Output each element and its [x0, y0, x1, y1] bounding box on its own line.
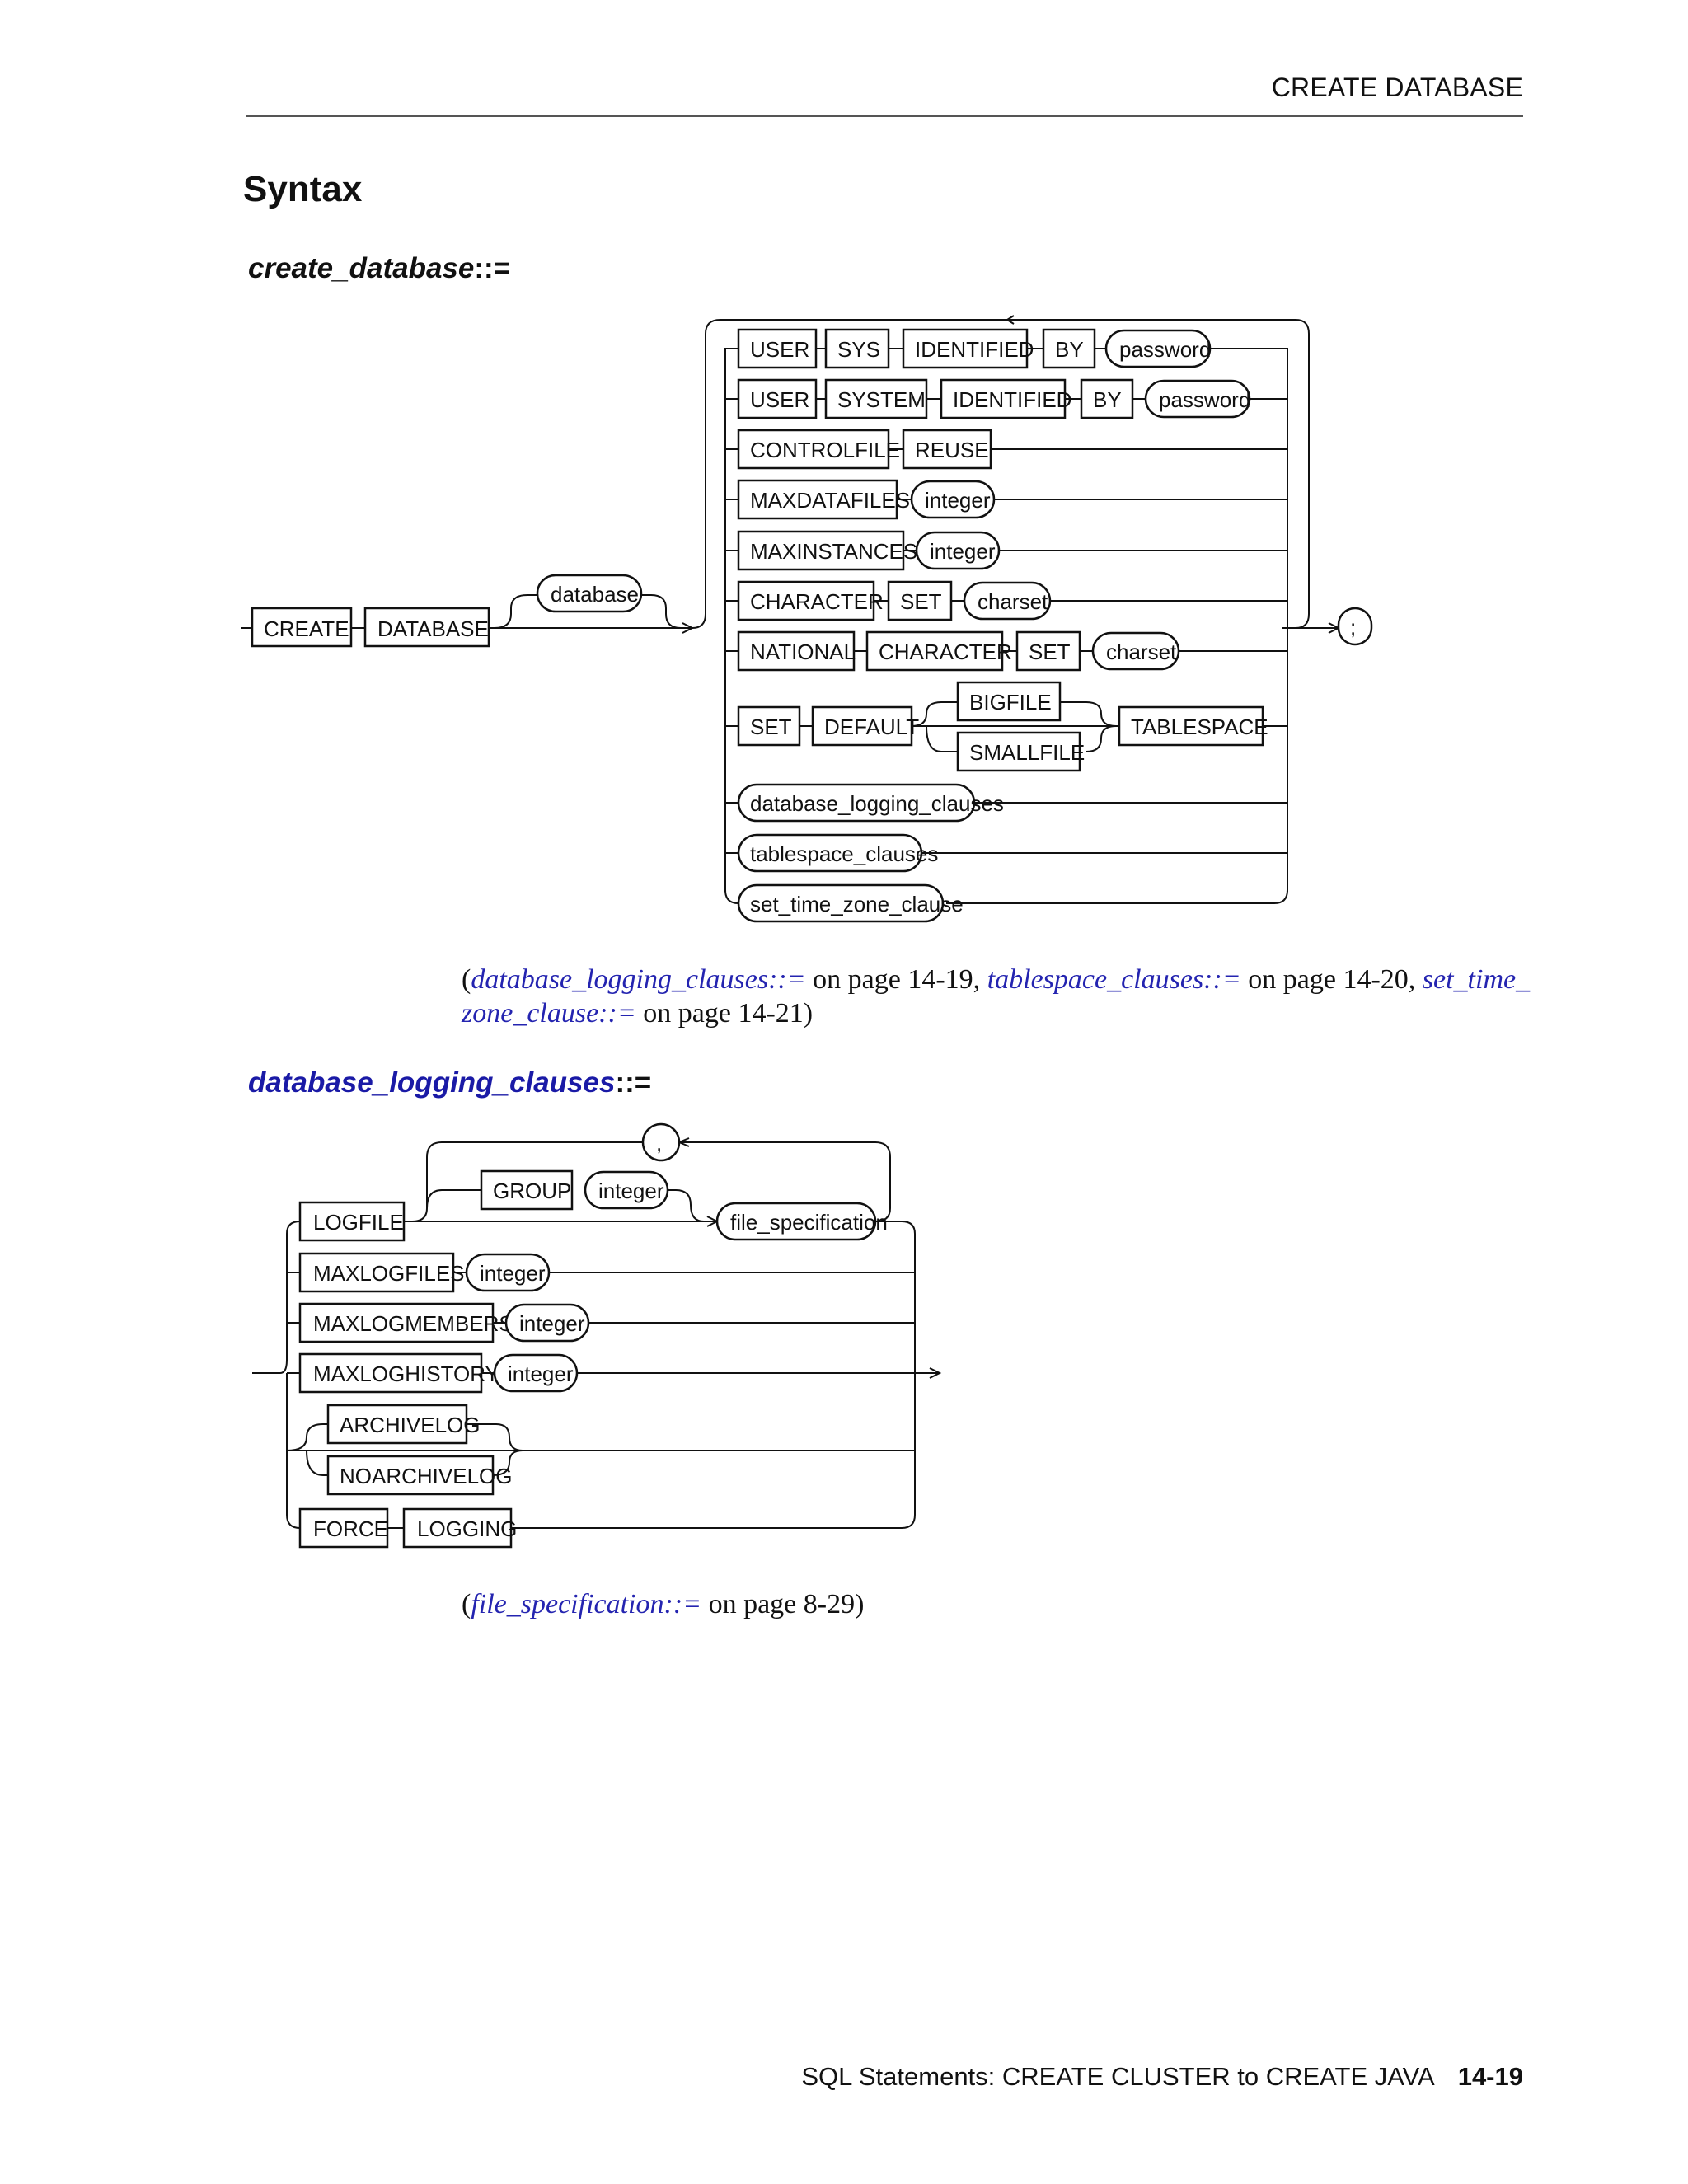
kw-maxloghistory: MAXLOGHISTORY [313, 1361, 499, 1386]
kw-smallfile: SMALLFILE [969, 740, 1085, 765]
kw-logfile: LOGFILE [313, 1210, 404, 1235]
terminator-semicolon: ; [1350, 615, 1356, 640]
rule-operator: ::= [615, 1066, 652, 1099]
rule-name-link[interactable]: database_logging_clauses [248, 1066, 616, 1099]
kw-group: GROUP [493, 1179, 571, 1203]
nt-integer: integer [508, 1361, 574, 1386]
kw-set: SET [1029, 640, 1071, 664]
nt-database-logging-clauses: database_logging_clauses [750, 791, 1004, 816]
kw-sys: SYS [837, 337, 880, 362]
kw-bigfile: BIGFILE [969, 690, 1052, 715]
xref-paren: ( [462, 964, 471, 995]
token-comma: , [656, 1131, 662, 1155]
cross-reference-1: (database_logging_clauses::= on page 14-… [462, 963, 1533, 1030]
kw-user: USER [750, 337, 809, 362]
xref-text: on page 14-19, [805, 964, 987, 995]
kw-maxlogfiles: MAXLOGFILES [313, 1261, 465, 1286]
kw-identified: IDENTIFIED [915, 337, 1034, 362]
xref-text: on page 14-20, [1240, 964, 1423, 995]
kw-logging: LOGGING [417, 1516, 517, 1541]
link-set-time-zone-clause[interactable]: set_time_ zone_clause::= [462, 964, 1531, 1029]
kw-force: FORCE [313, 1516, 388, 1541]
xref-paren: ( [462, 1589, 471, 1619]
kw-noarchivelog: NOARCHIVELOG [340, 1464, 513, 1488]
link-database-logging-clauses[interactable]: database_logging_clauses::= [471, 964, 806, 995]
nt-integer: integer [930, 539, 996, 564]
nt-integer: integer [519, 1311, 585, 1336]
link-tablespace-clauses[interactable]: tablespace_clauses::= [987, 964, 1241, 995]
nt-password: password [1119, 337, 1211, 362]
kw-identified: IDENTIFIED [953, 387, 1071, 412]
kw-set: SET [750, 715, 792, 739]
kw-maxinstances: MAXINSTANCES [750, 539, 917, 564]
rule-title-database-logging-clauses[interactable]: database_logging_clauses::= [248, 1066, 651, 1099]
rule-operator: ::= [474, 252, 511, 284]
nt-password: password [1159, 387, 1250, 412]
kw-maxlogmembers: MAXLOGMEMBERS [313, 1311, 513, 1336]
kw-database: DATABASE [377, 616, 489, 641]
kw-maxdatafiles: MAXDATAFILES [750, 488, 910, 513]
link-file-specification[interactable]: file_specification::= [471, 1589, 702, 1619]
nt-tablespace-clauses: tablespace_clauses [750, 841, 938, 866]
cross-reference-2: (file_specification::= on page 8-29) [462, 1587, 1203, 1621]
running-head: CREATE DATABASE [1271, 73, 1523, 102]
kw-system: SYSTEM [837, 387, 926, 412]
rule-name: create_database [248, 252, 475, 284]
kw-tablespace: TABLESPACE [1131, 715, 1268, 739]
nt-integer: integer [925, 488, 991, 513]
kw-by: BY [1055, 337, 1084, 362]
kw-user: USER [750, 387, 809, 412]
kw-reuse: REUSE [915, 438, 989, 462]
xref-text: on page 8-29) [701, 1589, 865, 1619]
page-footer: SQL Statements: CREATE CLUSTER to CREATE… [0, 2062, 1523, 2092]
nt-file-specification: file_specification [730, 1210, 888, 1235]
page-number: 14-19 [1457, 2062, 1523, 2091]
kw-archivelog: ARCHIVELOG [340, 1413, 481, 1437]
kw-character: CHARACTER [750, 589, 884, 614]
rule-title-create-database: create_database::= [248, 252, 510, 285]
xref-text: on page 14-21) [635, 998, 814, 1029]
header-rule [246, 115, 1523, 117]
nt-charset: charset [978, 589, 1048, 614]
database-logging-clauses-diagram: , LOGFILE GROUP integer file_specificati… [252, 1122, 942, 1549]
kw-set: SET [900, 589, 942, 614]
kw-by: BY [1093, 387, 1122, 412]
kw-create: CREATE [264, 616, 349, 641]
nt-database: database [551, 582, 639, 607]
nt-set-time-zone-clause: set_time_zone_clause [750, 892, 964, 916]
section-heading: Syntax [243, 169, 363, 209]
kw-default: DEFAULT [824, 715, 919, 739]
kw-controlfile: CONTROLFILE [750, 438, 900, 462]
nt-charset: charset [1106, 640, 1177, 664]
kw-character: CHARACTER [879, 640, 1012, 664]
kw-national: NATIONAL [750, 640, 856, 664]
footer-title: SQL Statements: CREATE CLUSTER to CREATE… [801, 2062, 1435, 2091]
nt-integer: integer [598, 1179, 664, 1203]
nt-integer: integer [480, 1261, 546, 1286]
